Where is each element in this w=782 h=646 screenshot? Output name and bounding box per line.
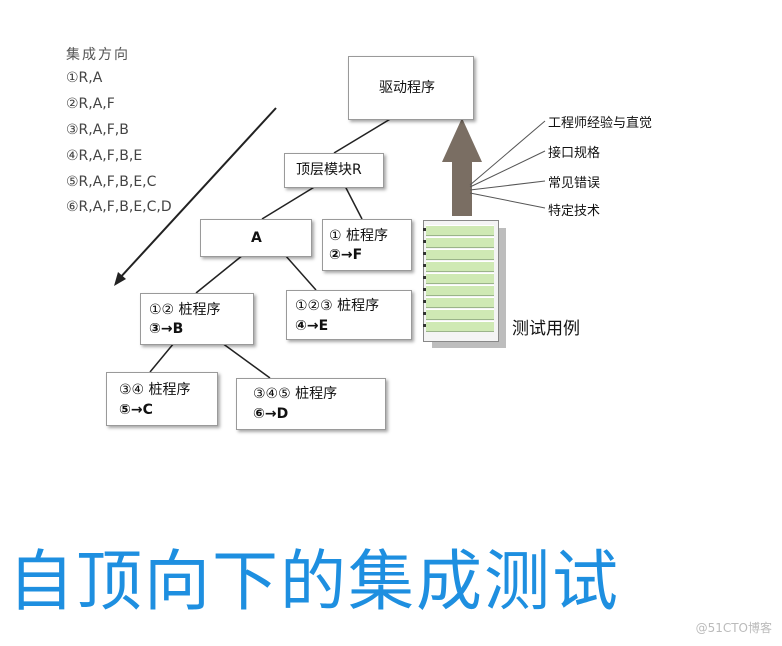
line-top-f xyxy=(344,185,363,220)
direction-item: ①R,A xyxy=(66,70,103,86)
stub-f-node: ① 桩程序 ②→F xyxy=(322,219,412,271)
up-arrow-head xyxy=(442,118,482,162)
direction-title: 集成方向 xyxy=(66,47,130,63)
driver-label: 驱动程序 xyxy=(379,80,435,96)
stub-d-node: ③④⑤ 桩程序 ⑥→D xyxy=(236,378,386,430)
direction-arrowhead xyxy=(114,272,126,286)
stub-e-line2: ④→E xyxy=(295,318,329,334)
up-arrow-shaft xyxy=(452,160,472,216)
module-a-node: A xyxy=(200,219,312,257)
stub-c-line1: ③④ 桩程序 xyxy=(119,382,191,398)
test-cases-label: 测试用例 xyxy=(512,319,580,339)
stub-d-line1: ③④⑤ 桩程序 xyxy=(253,386,338,402)
driver-node: 驱动程序 xyxy=(348,56,474,120)
direction-item: ③R,A,F,B xyxy=(66,122,129,138)
stub-c-node: ③④ 桩程序 ⑤→C xyxy=(106,372,218,426)
stub-b-node: ①② 桩程序 ③→B xyxy=(140,293,254,345)
direction-item: ⑤R,A,F,B,E,C xyxy=(66,174,157,190)
watermark: @51CTO博客 xyxy=(695,621,772,635)
side-label-interface: 接口规格 xyxy=(548,146,601,161)
line-a-e xyxy=(284,254,317,291)
stub-b-line2: ③→B xyxy=(149,321,184,337)
line-a-b xyxy=(195,254,244,294)
side-label-technique: 特定技术 xyxy=(548,204,601,219)
direction-arrow xyxy=(117,107,277,281)
direction-item: ⑥R,A,F,B,E,C,D xyxy=(66,199,172,215)
stub-e-line1: ①②③ 桩程序 xyxy=(295,298,380,314)
module-a-label: A xyxy=(251,230,262,246)
top-module-node: 顶层模块R xyxy=(284,153,384,188)
side-label-errors: 常见错误 xyxy=(548,176,601,191)
line-top-a xyxy=(261,185,317,220)
line-driver-top xyxy=(333,117,393,154)
line-b-d xyxy=(221,342,271,379)
top-module-label: 顶层模块R xyxy=(296,162,362,178)
side-label-experience: 工程师经验与直觉 xyxy=(548,116,653,131)
test-cases-stack xyxy=(423,220,499,342)
page-title: 自顶向下的集成测试 xyxy=(8,543,620,620)
line-b-c xyxy=(149,342,175,373)
direction-item: ②R,A,F xyxy=(66,96,115,112)
stub-f-line2: ②→F xyxy=(329,247,363,263)
stub-c-line2: ⑤→C xyxy=(119,402,153,418)
stub-b-line1: ①② 桩程序 xyxy=(149,302,221,318)
stub-e-node: ①②③ 桩程序 ④→E xyxy=(286,290,412,340)
direction-item: ④R,A,F,B,E xyxy=(66,148,143,164)
stub-f-line1: ① 桩程序 xyxy=(329,228,389,244)
stub-d-line2: ⑥→D xyxy=(253,406,289,422)
